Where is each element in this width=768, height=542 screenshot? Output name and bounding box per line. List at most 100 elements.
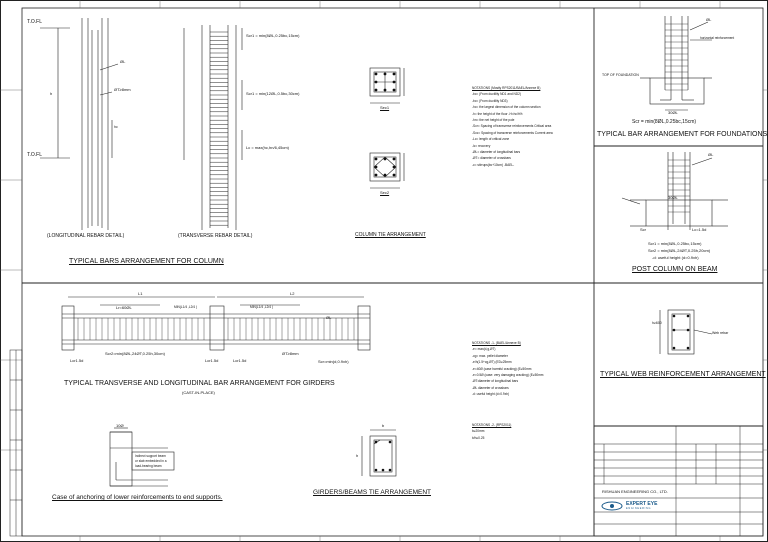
- post-dim: 30ØL: [668, 195, 678, 200]
- post-on-beam-detail: [621, 152, 728, 230]
- post-bar-label: ØL: [708, 152, 714, 157]
- girder-title: TYPICAL TRANSVERSE AND LONGITUDINAL BAR …: [64, 380, 335, 387]
- foundation-top-label: TOP OF FOUNDATION: [602, 73, 639, 77]
- girder-l1: L1: [138, 291, 143, 296]
- anchor-dim: 10Ø: [116, 423, 124, 428]
- girder-detail: [61, 296, 371, 351]
- notation-line: -d: useful height (d=0.9xh): [472, 392, 510, 397]
- notation-line: NOTATIONS (Mostly RPS2011/BAEL/Annexe B): [472, 86, 541, 90]
- section-2-label: Sec2: [380, 190, 390, 195]
- beam-tie-h: h: [356, 453, 359, 458]
- girder-subtitle: (CAST-IN-PLACE): [182, 390, 215, 395]
- notation-line: -ØT= diameter of crossbars: [472, 156, 511, 161]
- notation-line: -bc= (From ductility ND3): [472, 98, 508, 103]
- post-scr-label: Scr: [640, 227, 646, 232]
- notation-line: -lc= recovery: [472, 143, 491, 148]
- lc-formula: Lc = max(hc,hn/6,45cm): [246, 145, 290, 150]
- company-name: RISHUAN ENGINEERING CO., LTD.: [602, 489, 668, 494]
- notation-line: -e=0.5Ø (case: very damaging cracking) (…: [472, 373, 544, 378]
- column-longitudinal-detail: [40, 18, 119, 230]
- column-notations-list: NOTATIONS (Mostly RPS2011/BAEL/Annexe B)…: [472, 85, 553, 168]
- foundation-formula: Scr = min(8ØL,0.25bc,15cm): [632, 119, 697, 125]
- column-section-1: [369, 67, 405, 104]
- anchor-note-3: load-bearing beam: [135, 464, 162, 468]
- logo-pupil-icon: [610, 504, 614, 508]
- notation-line: b≥20mm: [472, 429, 485, 434]
- notation-line: -hn= the net height of the pole: [472, 118, 515, 123]
- web-rebar-label: Web rebar: [712, 331, 729, 335]
- notation-line: -h= the height of the floor -H=hc/h%: [472, 111, 523, 116]
- foundation-dim: 30ØL: [668, 110, 678, 115]
- notation-line: -c= stirrups(bc+10cm) -BAEL-: [472, 162, 515, 167]
- girder-lcr-2: Lcr1.5d: [205, 358, 219, 363]
- web-bars: [672, 314, 690, 350]
- foundation-note: horizontal reinforcement: [700, 36, 735, 40]
- foundation-ties: [665, 23, 688, 91]
- girder-lcr-3: Lcr1.5d: [233, 358, 247, 363]
- scr2-formula: Scr1 = min(12ØL,0.5bc,30cm): [246, 91, 300, 96]
- web-reinforcement-detail: [659, 309, 713, 355]
- girder-tie-label: ØT≥8mm: [282, 351, 299, 356]
- notation-line: -e= max(d,g,ØT): [472, 347, 496, 352]
- notation-line: -e=40Ø (case harmful cracking) (E≥50mm: [472, 366, 532, 371]
- beam-tie-section: [361, 429, 397, 477]
- logo-text: EXPERT EYE: [626, 501, 658, 507]
- notation-line: b/h≥0.25: [472, 435, 485, 440]
- notation-line: -e/h(1.5+cg,ØT) (ED≥25mm: [472, 360, 512, 365]
- girder-scr2: Scr2=min(8ØL,24ØT,0.25h,30cm): [105, 351, 165, 356]
- column-section-title: TYPICAL BARS ARRANGEMENT FOR COLUMN: [69, 258, 224, 265]
- girder-lcr-1: Lcr1.5d: [70, 358, 84, 363]
- post-formula-3: -d: useful height (d=0.9xh): [652, 255, 699, 260]
- foundation-title: TYPICAL BAR ARRANGEMENT FOR FOUNDATIONS: [597, 131, 768, 138]
- beam-tie-caption: GIRDERS/BEAMS TIE ARRANGEMENT: [313, 489, 431, 496]
- notation-line: NOTATIONS -1- (BAEL/Annexe B): [472, 341, 521, 345]
- longitudinal-bar-label: ØL: [120, 59, 126, 64]
- post-formula-2: Scr2 = min(8ØL,24ØT,0.25h,20cm): [648, 248, 711, 253]
- post-ties: [668, 159, 690, 213]
- beam-tie-bars: [374, 440, 392, 472]
- anchor-detail: [109, 427, 175, 487]
- notation-line: -bc= (From ductility ND1 and ND2): [472, 92, 521, 97]
- anchor-note-2: or slab embedded in a: [135, 459, 167, 463]
- notation-line: -Lc= length of critical zone: [472, 137, 510, 142]
- column-transverse-detail: [183, 25, 243, 230]
- girder-min-2: MIN(L1/4 ,L2/4 ): [250, 305, 274, 309]
- revision-strip: [9, 349, 23, 537]
- notation-line: -Scr= Spacing of transverse reinforcemen…: [472, 124, 552, 129]
- section-1-label: Sec1: [380, 105, 390, 110]
- longitudinal-caption: (LONGITUDINAL REBAR DETAIL): [47, 233, 125, 239]
- column-tie-caption: COLUMN TIE ARRANGEMENT: [355, 232, 426, 238]
- title-block: [593, 425, 764, 537]
- notation-line: -Scc= Spacing of transverse reinforcemen…: [472, 130, 553, 135]
- post-title: POST COLUMN ON BEAM: [632, 266, 718, 273]
- girder-notations-list: NOTATIONS -1- (BAEL/Annexe B) -e= max(d,g…: [472, 340, 543, 398]
- logo-eye-icon: [601, 501, 623, 511]
- girder-min-1: MIN(L1/4 ,L2/4 ): [174, 305, 198, 309]
- transverse-caption: (TRANSVERSE REBAR DETAIL): [178, 233, 253, 239]
- girder-l2: L2: [290, 291, 295, 296]
- tofl-bottom-label: T.O.FL: [27, 152, 43, 158]
- notation-line: -ØT:diameter of longitudinal bars: [472, 379, 519, 384]
- anchor-caption: Case of anchoring of lower reinforcement…: [52, 494, 223, 501]
- anchor-note-1: Indirect support beam: [135, 454, 166, 458]
- notation-line: NOTATIONS -2- (RPS2011): [472, 423, 512, 427]
- girder-ties: [77, 318, 355, 340]
- column-section-2-bars: [374, 157, 396, 177]
- transverse-bar-label: ØT≥8mm: [114, 87, 131, 92]
- web-height-label: h≥600: [652, 321, 662, 325]
- notation-line: -ØL= diameter of longitudinal bars: [472, 150, 521, 155]
- lc-label-long: hc: [114, 125, 118, 129]
- column-height-label: h: [50, 91, 53, 96]
- scr1-formula: Scr1 = min(8ØL,0.25bc,15cm): [246, 33, 300, 38]
- girder-scr-right: Scr=min(d,0.9xh): [318, 359, 349, 364]
- beam-tie-b: b: [382, 423, 385, 428]
- web-title: TYPICAL WEB REINFORCEMENT ARRANGEMENT: [600, 371, 766, 378]
- notation-line: -ØL diameter of crossbars: [472, 385, 509, 390]
- notation-line: -hc= the largest dimension of the column…: [472, 105, 541, 110]
- column-section-1-bars: [374, 72, 396, 92]
- notation-line: -cg= max. pellet diameter: [472, 353, 508, 358]
- girder-lr: Lr=60ØL: [116, 305, 132, 310]
